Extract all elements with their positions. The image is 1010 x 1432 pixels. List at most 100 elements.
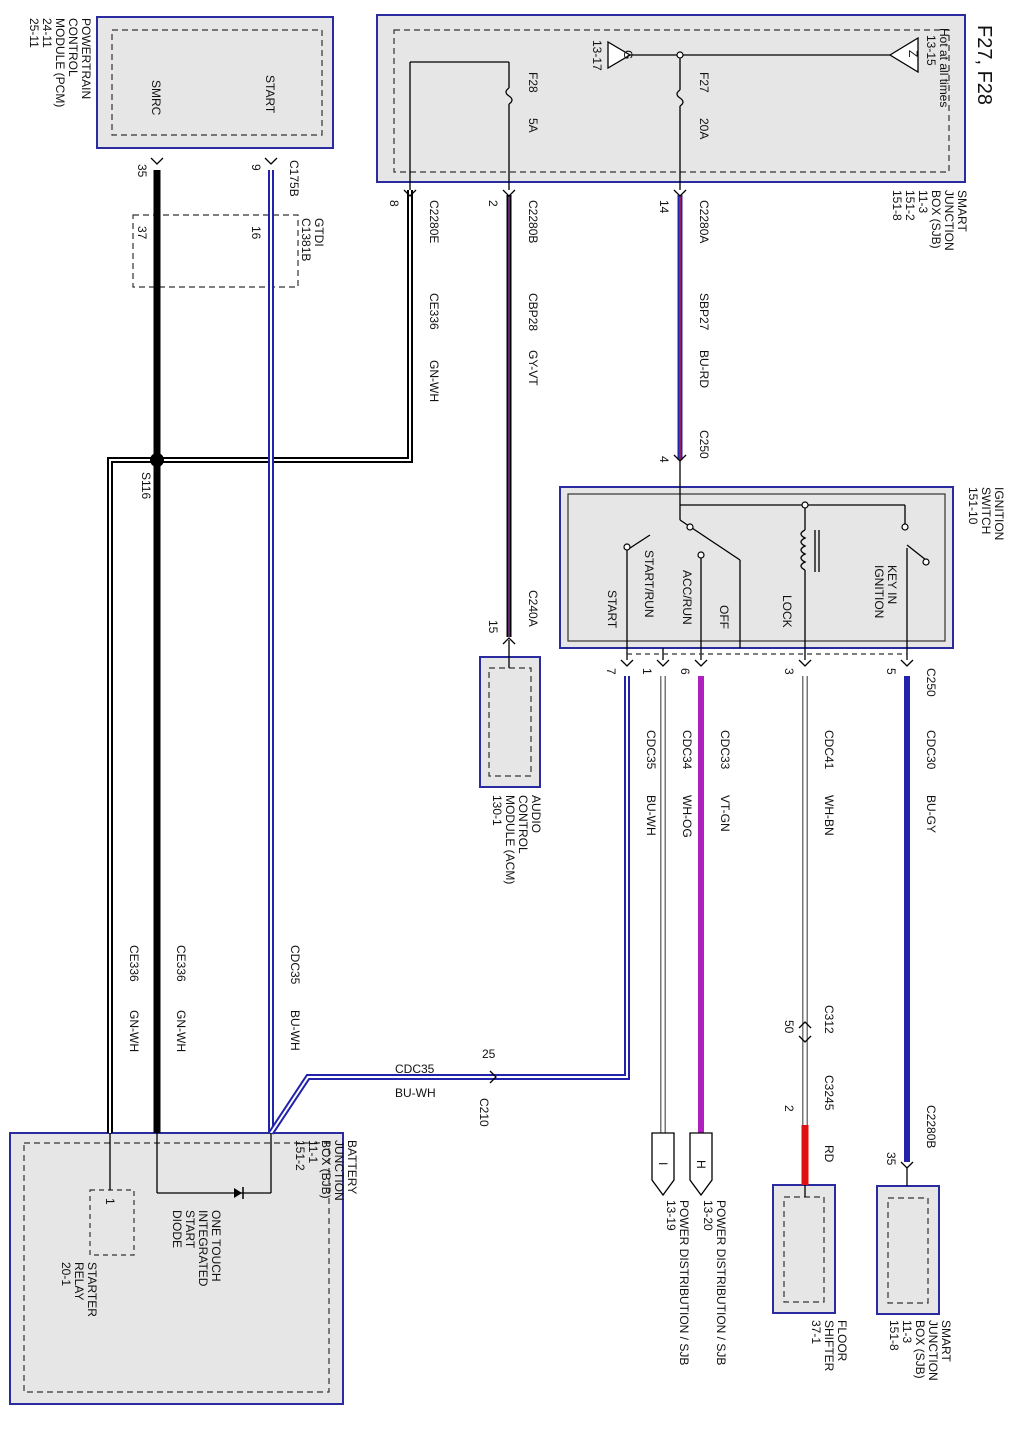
bjb-box: [9, 1132, 344, 1405]
svg-text:11-1: 11-1: [306, 1140, 320, 1163]
svg-text:POWERTRAIN: POWERTRAIN: [79, 18, 93, 99]
ignition-pin-7: 7: [604, 668, 618, 675]
power-h-letter: H: [694, 1160, 708, 1169]
acm-connector: C240A: [526, 590, 540, 627]
sjb-internal-bus: [409, 54, 890, 190]
ignition-switch-box: [559, 486, 954, 649]
svg-text:SMART: SMART: [955, 190, 969, 232]
gtdi-connector: C1381B: [299, 218, 313, 261]
floor-shifter-inner: [783, 1196, 825, 1303]
ignition-pin-5: 5: [884, 668, 898, 675]
svg-text:IGNITION: IGNITION: [992, 487, 1006, 540]
ignition-name: IGNITION SWITCH 151-10: [966, 487, 1006, 540]
svg-text:RELAY: RELAY: [72, 1262, 86, 1300]
page-title: F27, F28: [973, 25, 995, 105]
power-distribution-h-tag: [689, 1132, 713, 1197]
fuse-f27-amp: 20A: [697, 118, 711, 139]
acm-box: [479, 656, 541, 788]
svg-text:POWER DISTRIBUTION / SJB: POWER DISTRIBUTION / SJB: [677, 1200, 691, 1365]
c2280e-label: C2280E: [427, 200, 441, 243]
splice-s116-label: S116: [139, 472, 153, 499]
ground-ref: 13-17: [590, 40, 604, 71]
svg-text:FLOOR: FLOOR: [835, 1320, 849, 1362]
power-distribution-i-tag: [651, 1132, 675, 1197]
sjb-bottom-inner: [887, 1197, 929, 1304]
svg-text:SWITCH: SWITCH: [979, 487, 993, 534]
pcm-pin-9: 9: [249, 164, 263, 171]
wire-rd-label: RD: [822, 1145, 836, 1163]
svg-text:11-3: 11-3: [916, 190, 930, 213]
svg-text:151-2: 151-2: [293, 1140, 307, 1171]
ignition-contact-6: [686, 523, 694, 531]
ignition-contact-3: [801, 501, 809, 509]
wire-cdc35c-color: BU-WH: [288, 1010, 302, 1051]
wire-cbp28-label: CBP28: [526, 293, 540, 331]
svg-text:MODULE (PCM): MODULE (PCM): [53, 18, 67, 107]
svg-text:BOX (SJB): BOX (SJB): [913, 1320, 927, 1379]
svg-text:STARTER: STARTER: [85, 1262, 99, 1317]
c2280b-label: C2280B: [526, 200, 540, 243]
svg-text:151-8: 151-8: [887, 1320, 901, 1351]
wire-cdc30-color: BU-GY: [924, 795, 938, 833]
starter-relay-box: [89, 1189, 135, 1256]
hot-ref: 13-15: [924, 35, 938, 66]
svg-text:JUNCTION: JUNCTION: [332, 1140, 346, 1201]
wire-ce336-gn-wh: [107, 190, 413, 1133]
wire-ce336-3-color: GN-WH: [127, 1010, 141, 1052]
c2280a-label: C2280A: [697, 200, 711, 243]
ignition-off-label: OFF: [717, 605, 731, 629]
c2280b-low-label: C2280B: [924, 1105, 938, 1148]
c312-label: C312: [822, 1005, 836, 1034]
wire-cdc34-label: CDC34: [680, 730, 694, 770]
svg-text:SMART: SMART: [939, 1320, 953, 1362]
ignition-key-in-label: KEY IN IGNITION: [872, 565, 899, 618]
svg-text:INTEGRATED: INTEGRATED: [196, 1210, 210, 1287]
sjb-bottom-name: SMART JUNCTION BOX (SJB) 11-3 151-8: [887, 1320, 953, 1381]
svg-text:BOX (SJB): BOX (SJB): [929, 190, 943, 249]
svg-text:KEY IN: KEY IN: [885, 565, 899, 604]
ignition-contact-4: [697, 551, 705, 559]
c250-top-label: C250: [697, 430, 711, 459]
wire-cdc35a-label: CDC35: [644, 730, 658, 770]
c2280a-pin: 14: [657, 200, 671, 214]
start-diode-label: ONE TOUCH INTEGRATED START DIODE: [170, 1210, 223, 1287]
hot-letter: Z: [906, 50, 920, 57]
svg-text:37-1: 37-1: [809, 1320, 823, 1344]
gtdi-label: GTDI: [312, 218, 326, 247]
starter-relay-name: STARTER RELAY 20-1: [59, 1262, 99, 1317]
c250-top-pin: 4: [657, 456, 671, 463]
sjb-bottom-box: [876, 1185, 940, 1315]
wire-ce336-2-color: GN-WH: [174, 1010, 188, 1052]
ignition-c250-label: C250: [924, 668, 938, 697]
ground-symbol: [607, 40, 632, 70]
c2280b-pin: 2: [486, 200, 500, 207]
svg-text:11-3: 11-3: [900, 1320, 914, 1343]
svg-text:25-11: 25-11: [27, 18, 41, 48]
c2280e-pin: 8: [387, 200, 401, 207]
svg-text:DIODE: DIODE: [170, 1210, 184, 1248]
ignition-lock-label: LOCK: [780, 595, 794, 628]
wire-sbp27-label: SBP27: [697, 293, 711, 331]
c210-label: C210: [477, 1098, 491, 1127]
svg-text:151-8: 151-8: [890, 190, 904, 221]
sjb-top-name: SMART JUNCTION BOX (SJB) 11-3 151-2 151-…: [890, 190, 969, 251]
c3245-pin: 2: [782, 1105, 796, 1112]
ignition-switch-inner: [567, 493, 946, 642]
ignition-pin-3: 3: [782, 668, 796, 675]
splice-s116: [150, 453, 164, 467]
floor-shifter-box: [772, 1184, 836, 1314]
wire-ce336-label: CE336: [427, 293, 441, 330]
gtdi-box: [132, 214, 299, 288]
svg-text:START: START: [183, 1210, 197, 1249]
sjb-bus-node: [676, 51, 684, 59]
ignition-pin-1: 1: [640, 668, 654, 675]
svg-text:SHIFTER: SHIFTER: [822, 1320, 836, 1372]
svg-text:151-2: 151-2: [903, 190, 917, 221]
svg-text:13-19: 13-19: [664, 1200, 678, 1231]
svg-text:13-20: 13-20: [701, 1200, 715, 1231]
fuse-f28-amp: 5A: [526, 118, 540, 133]
ignition-contact-1: [901, 523, 909, 531]
svg-text:JUNCTION: JUNCTION: [926, 1320, 940, 1381]
svg-text:20-1: 20-1: [59, 1262, 73, 1286]
